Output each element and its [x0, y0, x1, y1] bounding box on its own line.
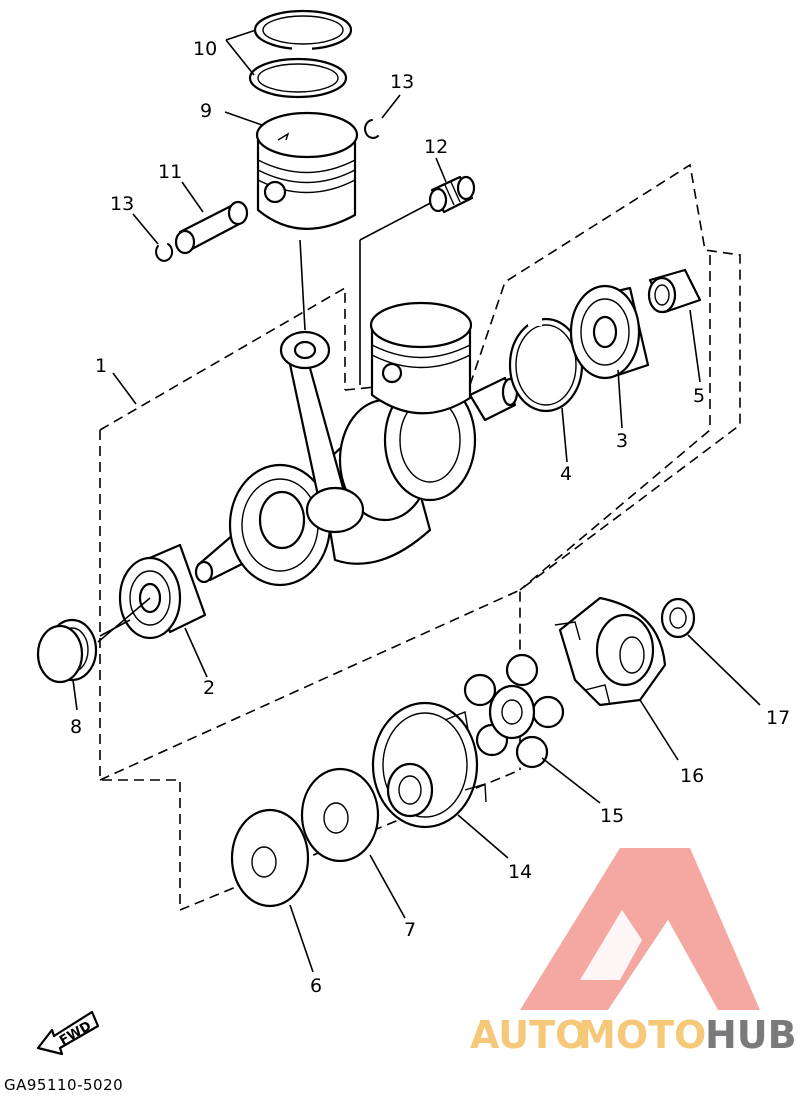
rubber-damper	[463, 653, 565, 769]
callout-16: 16	[680, 765, 704, 787]
piston-pin	[174, 200, 249, 255]
callout-2: 2	[203, 677, 215, 699]
coupling-drive	[554, 596, 667, 707]
coupling-driven	[371, 701, 487, 829]
callout-9: 9	[200, 100, 212, 122]
callout-7: 7	[404, 919, 416, 941]
callout-15: 15	[600, 805, 624, 827]
callout-labels: 10 9 13 11 13 12 1 2 8 4 3 5 17 16 15 14…	[70, 38, 790, 997]
callout-14: 14	[508, 861, 532, 883]
callout-11: 11	[158, 161, 182, 183]
oil-seal	[36, 618, 98, 684]
main-bearing-right	[569, 284, 650, 380]
circlip-right	[364, 119, 379, 139]
callout-13-left: 13	[110, 193, 134, 215]
drawing-code: GA95110-5020	[4, 1076, 123, 1094]
piston	[255, 111, 359, 230]
callout-13-right: 13	[390, 71, 414, 93]
end-plate	[230, 808, 310, 908]
callout-1: 1	[95, 355, 107, 377]
callout-5: 5	[693, 385, 705, 407]
callout-10: 10	[193, 38, 217, 60]
callout-leaders	[72, 29, 761, 973]
callout-12: 12	[424, 136, 448, 158]
fwd-arrow-icon: FWD	[36, 1010, 100, 1056]
watermark-text: AUTO MOTO HUB	[470, 1013, 797, 1057]
watermark-logo	[520, 848, 760, 1010]
crankshaft-assembly	[194, 301, 519, 587]
washer	[660, 597, 696, 639]
main-bearing-left	[118, 543, 207, 640]
callout-3: 3	[616, 430, 628, 452]
spacer-plate	[300, 767, 380, 863]
collar	[647, 268, 702, 314]
callout-6: 6	[310, 975, 322, 997]
needle-bearing	[428, 175, 476, 214]
circlip-left	[155, 243, 174, 262]
callout-17: 17	[766, 707, 790, 729]
watermark-auto: AUTO	[470, 1013, 587, 1057]
watermark-hub: HUB	[705, 1013, 797, 1057]
watermark-moto: MOTO	[578, 1013, 706, 1057]
callout-8: 8	[70, 716, 82, 738]
callout-4: 4	[560, 463, 572, 485]
piston-rings	[248, 9, 353, 99]
